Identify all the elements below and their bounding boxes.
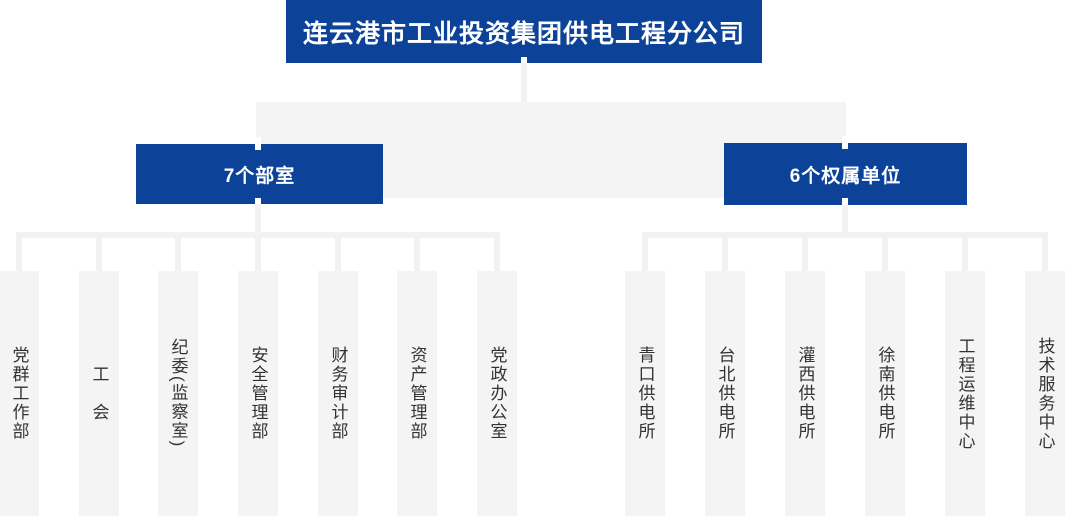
branch-box-departments: 7个部室	[136, 144, 383, 204]
dept-label: 财务审计部	[328, 346, 348, 441]
left-stub-2	[96, 237, 102, 271]
dept-column-zichan: 资产管理部	[397, 271, 437, 516]
unit-label: 青口供电所	[635, 346, 655, 441]
left-stub-5	[335, 237, 341, 271]
branch-box-units: 6个权属单位	[724, 143, 967, 205]
unit-column-gongcheng-yunwei: 工程运维中心	[945, 271, 985, 516]
unit-column-guanxi: 灌西供电所	[785, 271, 825, 516]
right-stub-3	[802, 237, 808, 271]
branch-departments-label: 7个部室	[223, 165, 296, 187]
dept-label: 党政办公室	[487, 346, 507, 441]
right-branch-riser	[842, 205, 848, 237]
unit-column-qingkou: 青口供电所	[625, 271, 665, 516]
dept-column-anquan: 安全管理部	[238, 271, 278, 516]
root-drop-line	[521, 63, 527, 102]
right-stub-2	[722, 237, 728, 271]
left-stub-1	[16, 237, 22, 271]
root-org-box: 连云港市工业投资集团供电工程分公司	[286, 0, 762, 63]
unit-column-xunan: 徐南供电所	[865, 271, 905, 516]
root-bottom-notch	[521, 57, 527, 63]
dept-column-caiwu: 财务审计部	[318, 271, 358, 516]
root-org-label: 连云港市工业投资集团供电工程分公司	[302, 19, 745, 48]
right-stub-5	[962, 237, 968, 271]
branch-right-top-notch	[842, 136, 848, 149]
dept-label: 纪委(监察室)	[168, 338, 188, 449]
dept-column-dangqun: 党群工作部	[0, 271, 39, 516]
dept-label: 资产管理部	[407, 346, 427, 441]
dept-label: 安全管理部	[248, 346, 268, 441]
unit-label: 技术服务中心	[1035, 336, 1055, 451]
unit-label: 徐南供电所	[875, 346, 895, 441]
branch-right-bottom-notch	[842, 198, 848, 210]
right-stub-1	[642, 237, 648, 271]
right-stub-4	[882, 237, 888, 271]
unit-column-jishu-fuwu: 技术服务中心	[1025, 271, 1065, 516]
left-stub-6	[414, 237, 420, 271]
branch-units-label: 6个权属单位	[789, 165, 902, 187]
dept-label: 党群工作部	[9, 346, 29, 441]
dept-column-jiwei: 纪委(监察室)	[158, 271, 198, 516]
unit-column-taibei: 台北供电所	[705, 271, 745, 516]
unit-label: 灌西供电所	[795, 346, 815, 441]
unit-label: 工程运维中心	[955, 336, 975, 451]
left-branch-riser	[255, 204, 261, 237]
right-branch-hline	[642, 232, 1048, 238]
dept-label: 工 会	[89, 365, 109, 422]
left-branch-hline	[16, 232, 500, 238]
left-stub-4	[255, 237, 261, 271]
branch-left-top-notch	[255, 137, 261, 150]
right-stub-6	[1042, 237, 1048, 271]
unit-label: 台北供电所	[715, 346, 735, 441]
dept-column-dangzheng: 党政办公室	[477, 271, 517, 516]
left-stub-3	[175, 237, 181, 271]
dept-column-gonghui: 工 会	[79, 271, 119, 516]
left-stub-7	[494, 237, 500, 271]
